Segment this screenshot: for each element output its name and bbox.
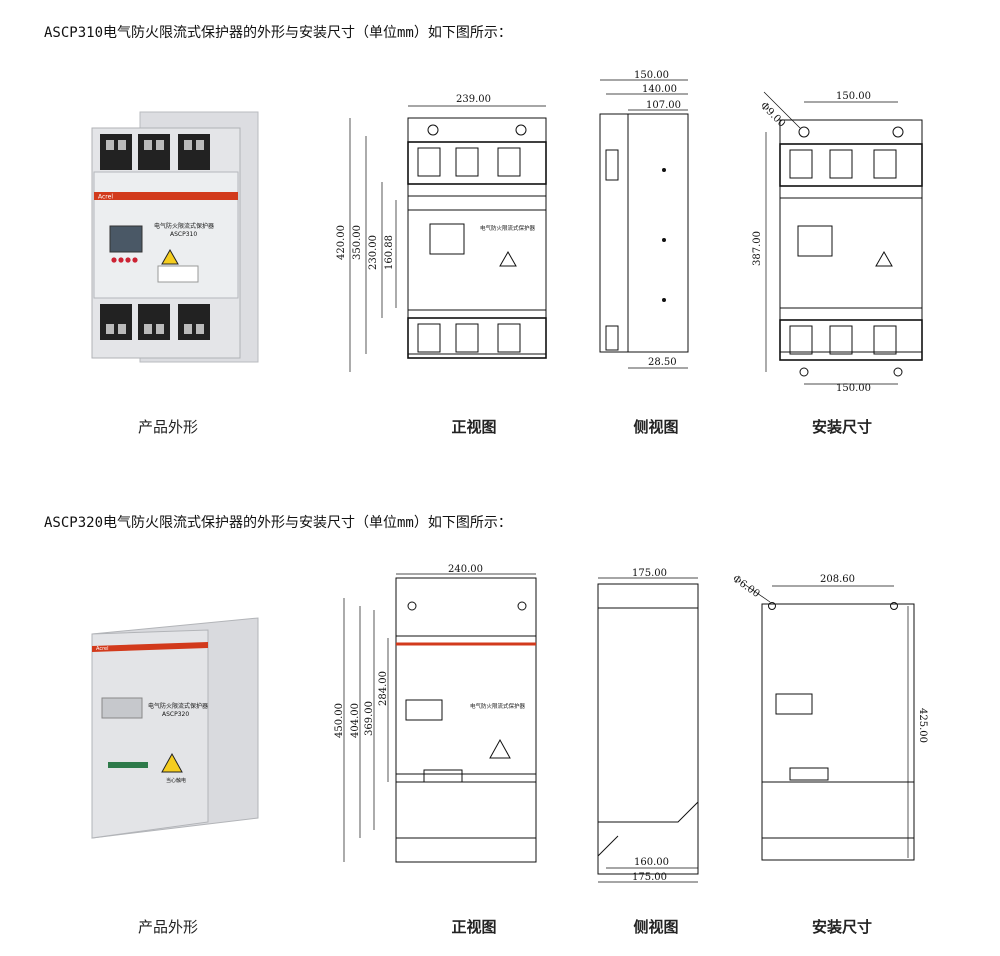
caption-install-1: 安装尺寸 <box>811 418 873 436</box>
lcd-screen <box>101 697 143 719</box>
product-name: 电气防火限流式保护器 <box>154 222 214 230</box>
dim-height-284: 284.00 <box>378 671 389 706</box>
front-view-ascp320: 电气防火限流式保护器 240.00 450.00 404.00 369.00 2… <box>334 564 537 863</box>
dim-height-404: 404.00 <box>350 703 361 738</box>
dim-height-369: 369.00 <box>364 701 375 736</box>
section-heading-ascp320: ASCP320电气防火限流式保护器的外形与安装尺寸（单位mm）如下图所示： <box>44 515 512 531</box>
dim-hole-diameter: Φ6.00 <box>730 573 761 599</box>
caption-install-2: 安装尺寸 <box>811 918 873 936</box>
dim-depth-bottom: 175.00 <box>632 872 667 883</box>
warning-icon <box>161 248 179 265</box>
warning-icon <box>489 738 511 759</box>
product-model: ASCP320 <box>162 711 189 718</box>
dim-depth-140: 140.00 <box>642 84 677 95</box>
side-view-ascp310: 150.00 140.00 107.00 28.50 <box>599 70 689 369</box>
brand-label: Acrel <box>98 194 113 201</box>
brand-stripe <box>94 192 238 200</box>
dim-depth-107: 107.00 <box>646 100 681 111</box>
drawing-product-name: 电气防火限流式保护器 <box>480 224 536 232</box>
terminal-block-top <box>100 134 210 170</box>
caption-side-2: 侧视图 <box>633 918 679 936</box>
dim-depth-total: 175.00 <box>632 568 667 579</box>
front-view-ascp310: 电气防火限流式保护器 239.00 420.00 350.00 230.00 1… <box>336 94 547 372</box>
warning-icon <box>875 250 893 267</box>
caption-front-2: 正视图 <box>451 918 497 936</box>
dim-depth-28: 28.50 <box>648 357 677 368</box>
dim-hole-diameter: Φ9.00 <box>758 100 787 129</box>
caption-front-1: 正视图 <box>451 418 497 436</box>
caption-photo-1: 产品外形 <box>137 418 199 436</box>
dim-height-body: 230.00 <box>368 235 379 270</box>
dim-hole-spacing-vertical: 387.00 <box>752 231 763 266</box>
terminal-block-bottom <box>100 304 210 340</box>
install-view-ascp320: 208.60 Φ6.00 425.00 <box>730 573 928 861</box>
dim-depth-160: 160.00 <box>634 857 669 868</box>
dim-depth-total: 150.00 <box>634 70 669 81</box>
product-name: 电气防火限流式保护器 <box>148 702 208 710</box>
dim-hole-spacing-top: 150.00 <box>836 91 871 102</box>
dim-height-total: 450.00 <box>334 703 345 738</box>
dim-width: 239.00 <box>456 94 491 105</box>
side-view-ascp320: 175.00 160.00 175.00 <box>597 568 699 883</box>
dim-height-panel: 160.88 <box>384 235 395 270</box>
drawing-product-name: 电气防火限流式保护器 <box>470 702 526 710</box>
dim-width: 240.00 <box>448 564 483 575</box>
warning-icon <box>499 250 517 267</box>
section-heading-ascp310: ASCP310电气防火限流式保护器的外形与安装尺寸（单位mm）如下图所示： <box>44 25 512 41</box>
dim-hole-spacing: 208.60 <box>820 574 855 585</box>
brand-label: Acrel <box>96 646 109 652</box>
dim-height-mount: 350.00 <box>352 225 363 260</box>
product-photo-ascp310: Acrel 电气防火限流式保护器 ASCP310 <box>91 111 259 363</box>
caption-side-1: 侧视图 <box>633 418 679 436</box>
warning-label: 当心触电 <box>166 777 186 784</box>
dim-hole-spacing-bottom: 150.00 <box>836 383 871 394</box>
lcd-screen <box>109 225 143 253</box>
warning-icon <box>161 752 183 773</box>
terminals-top <box>417 147 521 177</box>
dim-height-total: 420.00 <box>336 225 347 260</box>
product-photo-ascp320: Acrel 电气防火限流式保护器 ASCP320 当心触电 <box>91 617 259 839</box>
dim-hole-spacing-vertical: 425.00 <box>917 708 928 743</box>
product-model: ASCP310 <box>170 231 197 238</box>
install-view-ascp310: 150.00 Φ9.00 387.00 150.00 <box>752 91 923 394</box>
caption-photo-2: 产品外形 <box>137 918 199 936</box>
